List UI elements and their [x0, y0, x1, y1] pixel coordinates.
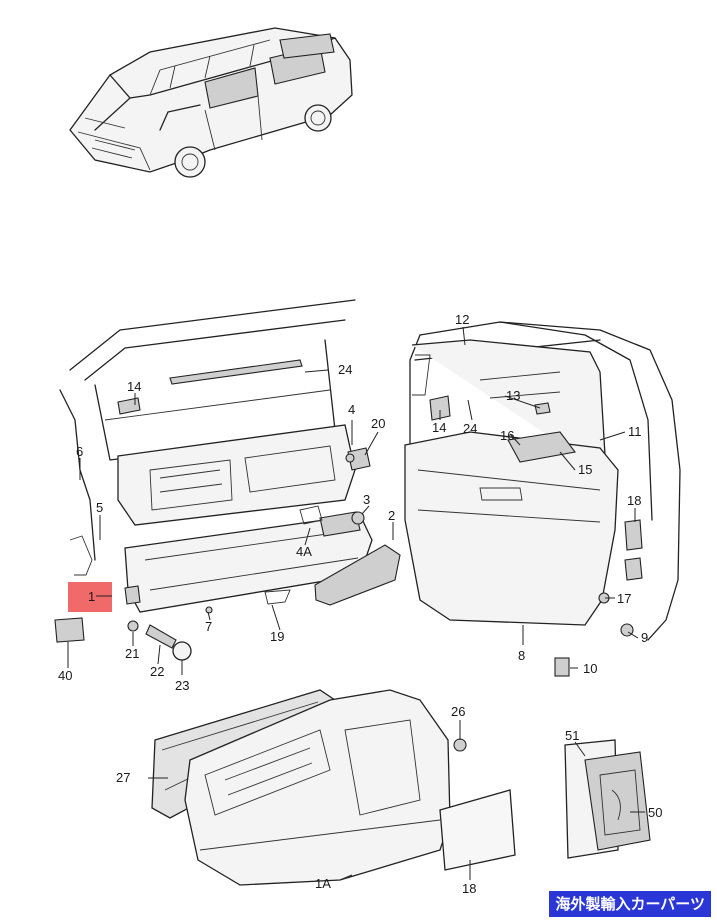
shop-watermark: 海外製輸入カーパーツ	[549, 891, 711, 917]
label-19: 19	[270, 629, 284, 644]
label-1a: 1A	[315, 876, 331, 891]
label-12: 12	[455, 312, 469, 327]
highlight-box	[68, 582, 112, 612]
label-10: 10	[583, 661, 597, 676]
part-labels: 24 14 4 20 6 5 1 3 2 4A 7 19 21 22 23 40…	[58, 312, 662, 896]
label-18a: 18	[627, 493, 641, 508]
label-1: 1	[88, 589, 95, 604]
label-7: 7	[205, 619, 212, 634]
trim-panel-group	[151, 689, 516, 886]
label-2: 2	[388, 508, 395, 523]
label-14b: 14	[432, 420, 446, 435]
label-26: 26	[451, 704, 465, 719]
speaker-group	[564, 739, 651, 859]
label-21: 21	[125, 646, 139, 661]
label-4a: 4A	[296, 544, 312, 559]
label-20: 20	[371, 416, 385, 431]
label-6: 6	[76, 444, 83, 459]
label-4: 4	[348, 402, 355, 417]
label-22: 22	[150, 664, 164, 679]
label-51: 51	[565, 728, 579, 743]
label-24: 24	[338, 362, 352, 377]
label-14: 14	[127, 379, 141, 394]
front-door-group	[54, 299, 401, 661]
label-9: 9	[641, 630, 648, 645]
label-23: 23	[175, 678, 189, 693]
label-27: 27	[116, 770, 130, 785]
label-11: 11	[628, 424, 642, 439]
label-13: 13	[506, 388, 520, 403]
label-5: 5	[96, 500, 103, 515]
rear-door-group	[404, 321, 681, 677]
label-15: 15	[578, 462, 592, 477]
label-8: 8	[518, 648, 525, 663]
leader-lines	[67, 326, 645, 881]
label-18b: 18	[462, 881, 476, 896]
label-24b: 24	[463, 421, 477, 436]
label-16: 16	[500, 428, 514, 443]
van-illustration	[69, 27, 353, 178]
label-50: 50	[648, 805, 662, 820]
label-3: 3	[363, 492, 370, 507]
label-17: 17	[617, 591, 631, 606]
label-40: 40	[58, 668, 72, 683]
